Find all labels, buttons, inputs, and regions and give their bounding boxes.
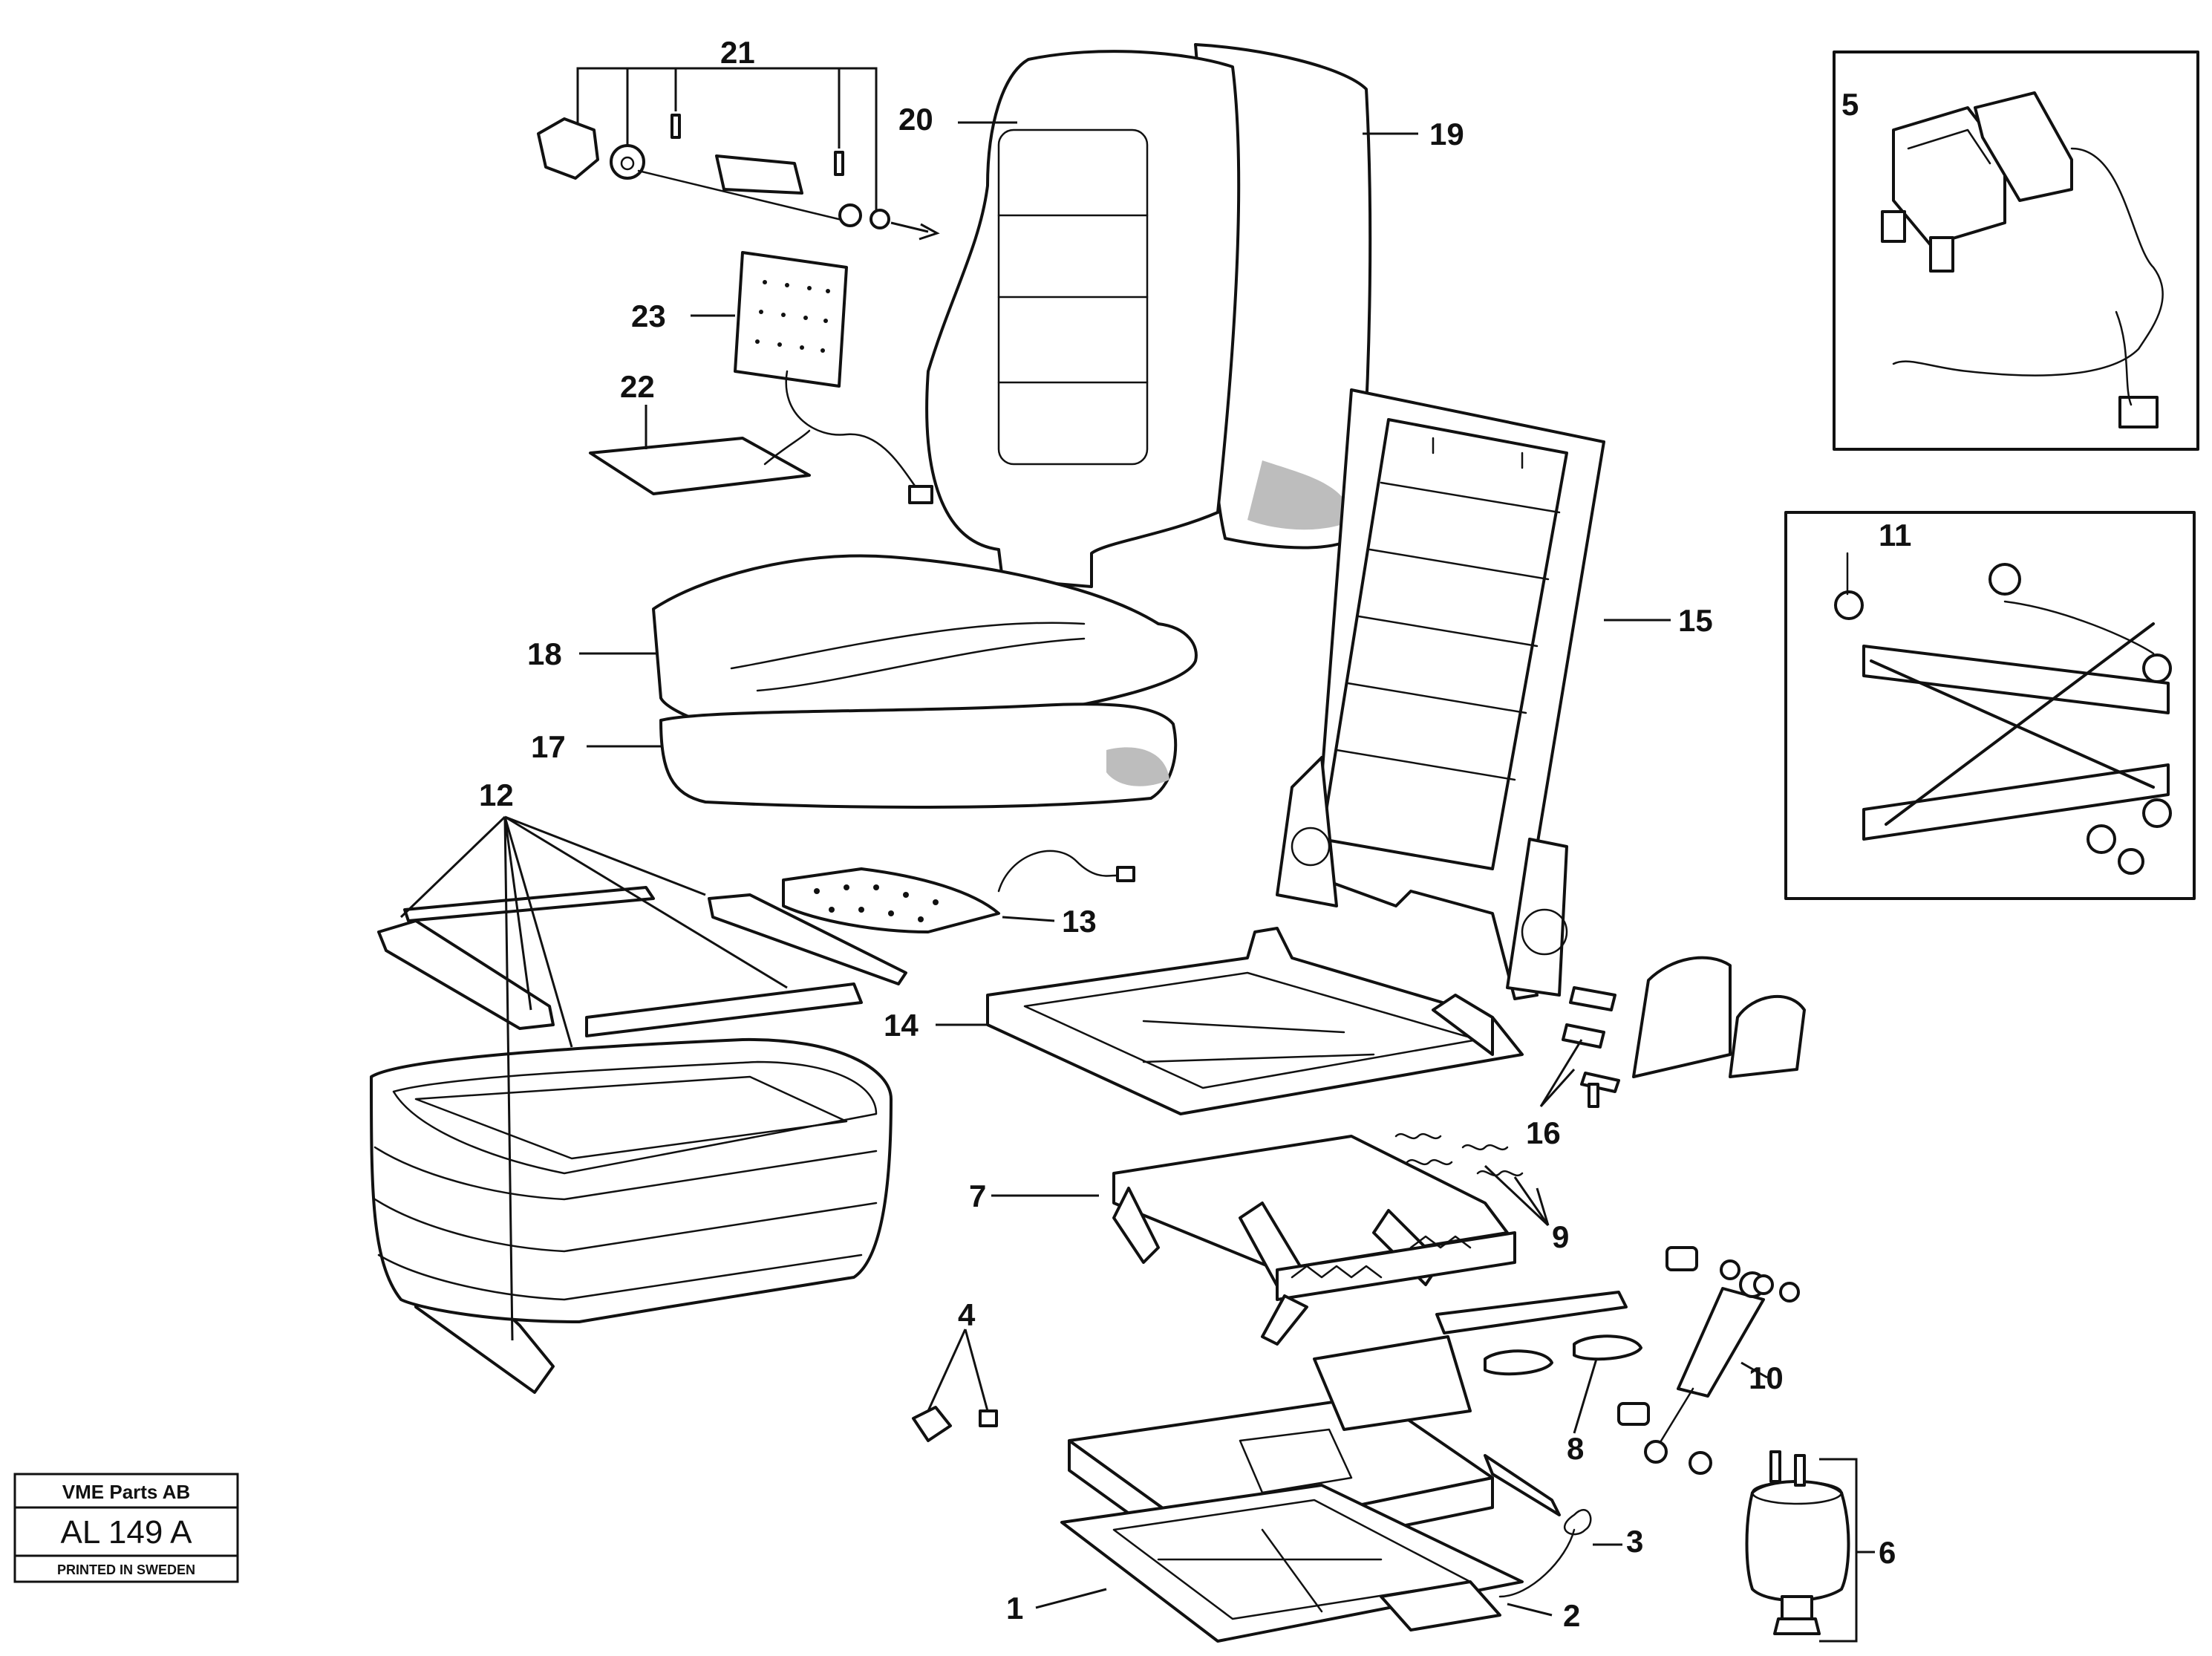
callout-22: 22 — [620, 369, 655, 404]
callout-1: 1 — [1006, 1591, 1023, 1626]
callout-9: 9 — [1552, 1219, 1569, 1254]
heater-pad-23 — [734, 251, 933, 504]
callout-11: 11 — [1879, 518, 1911, 552]
callout-12: 12 — [479, 778, 514, 812]
back-frame-15 — [1276, 388, 1605, 1000]
callout-19: 19 — [1429, 117, 1464, 151]
callout-18: 18 — [527, 636, 562, 671]
springs-9 — [1394, 1132, 1524, 1177]
callout-16: 16 — [1526, 1115, 1561, 1150]
callout-23: 23 — [631, 299, 666, 333]
callout-5: 5 — [1841, 87, 1859, 122]
seat-foam-17 — [659, 703, 1178, 809]
backrest-cushion-20 — [925, 50, 1241, 588]
publisher-stamp: VME Parts AB AL 149 A PRINTED IN SWEDEN — [13, 1473, 239, 1583]
callout-8: 8 — [1567, 1431, 1584, 1466]
air-spring-6 — [1745, 1450, 1850, 1635]
seat-frame-14 — [986, 927, 1524, 1115]
heater-pad-13 — [782, 850, 1135, 933]
callout-6: 6 — [1879, 1535, 1896, 1570]
slide-2 — [1380, 1580, 1501, 1631]
leader-lines — [399, 121, 1875, 1643]
adjust-handle-8 — [1435, 1291, 1642, 1376]
callout-2: 2 — [1563, 1598, 1580, 1633]
inset-box-5 — [1833, 50, 2199, 451]
callout-7: 7 — [969, 1179, 986, 1213]
callout-3: 3 — [1626, 1524, 1643, 1559]
side-trim-16 — [1562, 956, 1806, 1108]
stamp-company: VME Parts AB — [62, 1481, 190, 1503]
height-mechanism-7 — [1112, 1135, 1516, 1346]
bellows-cover — [370, 1037, 893, 1323]
clip-4 — [912, 1406, 998, 1442]
callouts: 1 2 3 4 5 6 7 8 9 10 11 12 13 14 15 16 1… — [479, 35, 1911, 1633]
callout-13: 13 — [1062, 904, 1097, 939]
callout-14: 14 — [884, 1008, 919, 1043]
callout-17: 17 — [531, 729, 566, 764]
callout-20: 20 — [898, 102, 933, 137]
callout-21: 21 — [720, 35, 755, 70]
stamp-code: AL 149 A — [61, 1514, 193, 1551]
inset-box-11 — [1784, 511, 2196, 900]
stamp-printed: PRINTED IN SWEDEN — [57, 1562, 195, 1577]
cable-3 — [1498, 1509, 1592, 1598]
callout-15: 15 — [1678, 603, 1713, 638]
callout-10: 10 — [1749, 1360, 1784, 1395]
callout-4: 4 — [958, 1297, 976, 1332]
lumbar-adjuster-21 — [537, 67, 940, 241]
heater-pad-22 — [589, 429, 811, 495]
shock-absorber-10 — [1617, 1246, 1800, 1475]
